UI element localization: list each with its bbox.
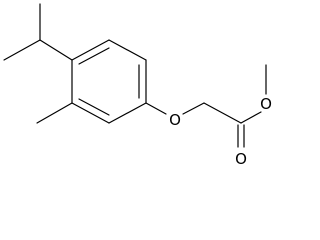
bond-ch2-carbonyl xyxy=(203,102,242,124)
ring-bond-5 xyxy=(71,102,110,124)
bond-isopropyl-left xyxy=(3,39,41,61)
molecule-structure: O O O xyxy=(3,3,272,168)
atom-label-carbonyl-oxygen: O xyxy=(235,150,247,168)
bond-isopropyl-ring xyxy=(39,39,73,61)
ring-bond-1-inner xyxy=(78,47,110,65)
atom-label-ester-oxygen: O xyxy=(260,95,272,113)
ring-bond-2 xyxy=(108,39,147,61)
bond-ether-oxygen-ch2 xyxy=(182,102,205,115)
bond-methyl xyxy=(36,102,73,124)
atom-label-ether-oxygen: O xyxy=(169,111,181,129)
bond-carbonyl-ester-oxygen xyxy=(240,111,262,124)
ring-bond-4 xyxy=(108,102,147,124)
bond-ring-ether-oxygen xyxy=(145,102,167,115)
ring-bond-5-inner xyxy=(78,98,110,116)
ring-bond-1 xyxy=(71,39,110,61)
